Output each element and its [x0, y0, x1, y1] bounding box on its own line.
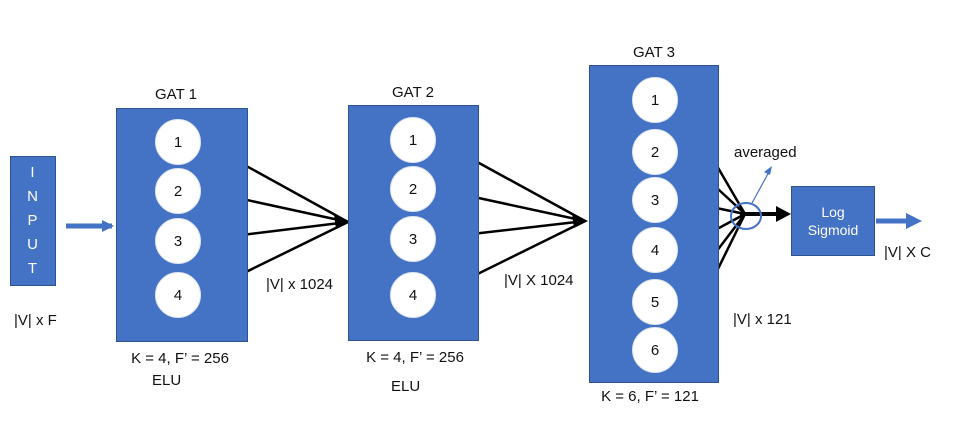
input-letter: T [27, 260, 39, 277]
gat1-block: 1 2 3 4 [116, 108, 248, 342]
input-block [10, 156, 56, 286]
gat3-output-dim: |V| x 121 [733, 311, 792, 328]
input-label: I N P U T [10, 156, 56, 286]
gat1-head-node: 1 [155, 119, 201, 165]
gat3-block: 1 2 3 4 5 6 [589, 65, 719, 383]
gat3-head-node: 5 [632, 279, 678, 325]
gat3-title: GAT 3 [633, 44, 675, 61]
input-letter: U [27, 236, 39, 253]
gat2-block: 1 2 3 4 [348, 105, 479, 341]
logsig-arrowhead [776, 206, 791, 222]
gat1-head-node: 3 [155, 218, 201, 264]
gat1-head-node: 2 [155, 168, 201, 214]
input-dim-label: |V| x F [14, 312, 57, 329]
gat3-head-node: 1 [632, 77, 678, 123]
input-letter: N [27, 188, 39, 205]
gat2-head-node: 3 [390, 216, 436, 262]
output-arrowhead [906, 213, 922, 229]
gat1-activation: ELU [152, 372, 182, 389]
gat2-head-node: 4 [390, 272, 436, 318]
gat3-head-node: 2 [632, 129, 678, 175]
gat2-head-node: 1 [390, 117, 436, 163]
gat2-params: K = 4, F’ = 256 [366, 349, 464, 366]
gat1-params: K = 4, F’ = 256 [131, 350, 229, 367]
log-sigmoid-label: Log Sigmoid [791, 186, 875, 256]
gat2-title: GAT 2 [392, 84, 434, 101]
output-dim-label: |V| X C [884, 244, 931, 261]
averaged-pointer-head [764, 166, 772, 175]
gat2-activation: ELU [391, 378, 421, 395]
gat3-head-node: 6 [632, 327, 678, 373]
averaging-circle [730, 202, 762, 230]
averaged-label: averaged [734, 144, 797, 161]
gat3-head-node: 4 [632, 227, 678, 273]
input-letter: I [30, 164, 36, 181]
gat1-merge-arrowhead [334, 214, 350, 229]
gat2-head-node: 2 [390, 166, 436, 212]
log-sigmoid-line1: Log [821, 204, 845, 220]
gat1-output-dim: |V| x 1024 [266, 276, 334, 293]
log-sigmoid-block [791, 186, 875, 256]
gat2-output-dim: |V| X 1024 [504, 272, 574, 289]
log-sigmoid-line2: Sigmoid [807, 222, 859, 238]
gat2-merge-arrowhead [572, 213, 588, 228]
gat3-head-node: 3 [632, 177, 678, 223]
averaged-pointer [751, 169, 771, 204]
gat3-params: K = 6, F’ = 121 [601, 388, 699, 405]
input-letter: P [27, 212, 39, 229]
gat1-title: GAT 1 [155, 86, 197, 103]
gat1-head-node: 4 [155, 272, 201, 318]
